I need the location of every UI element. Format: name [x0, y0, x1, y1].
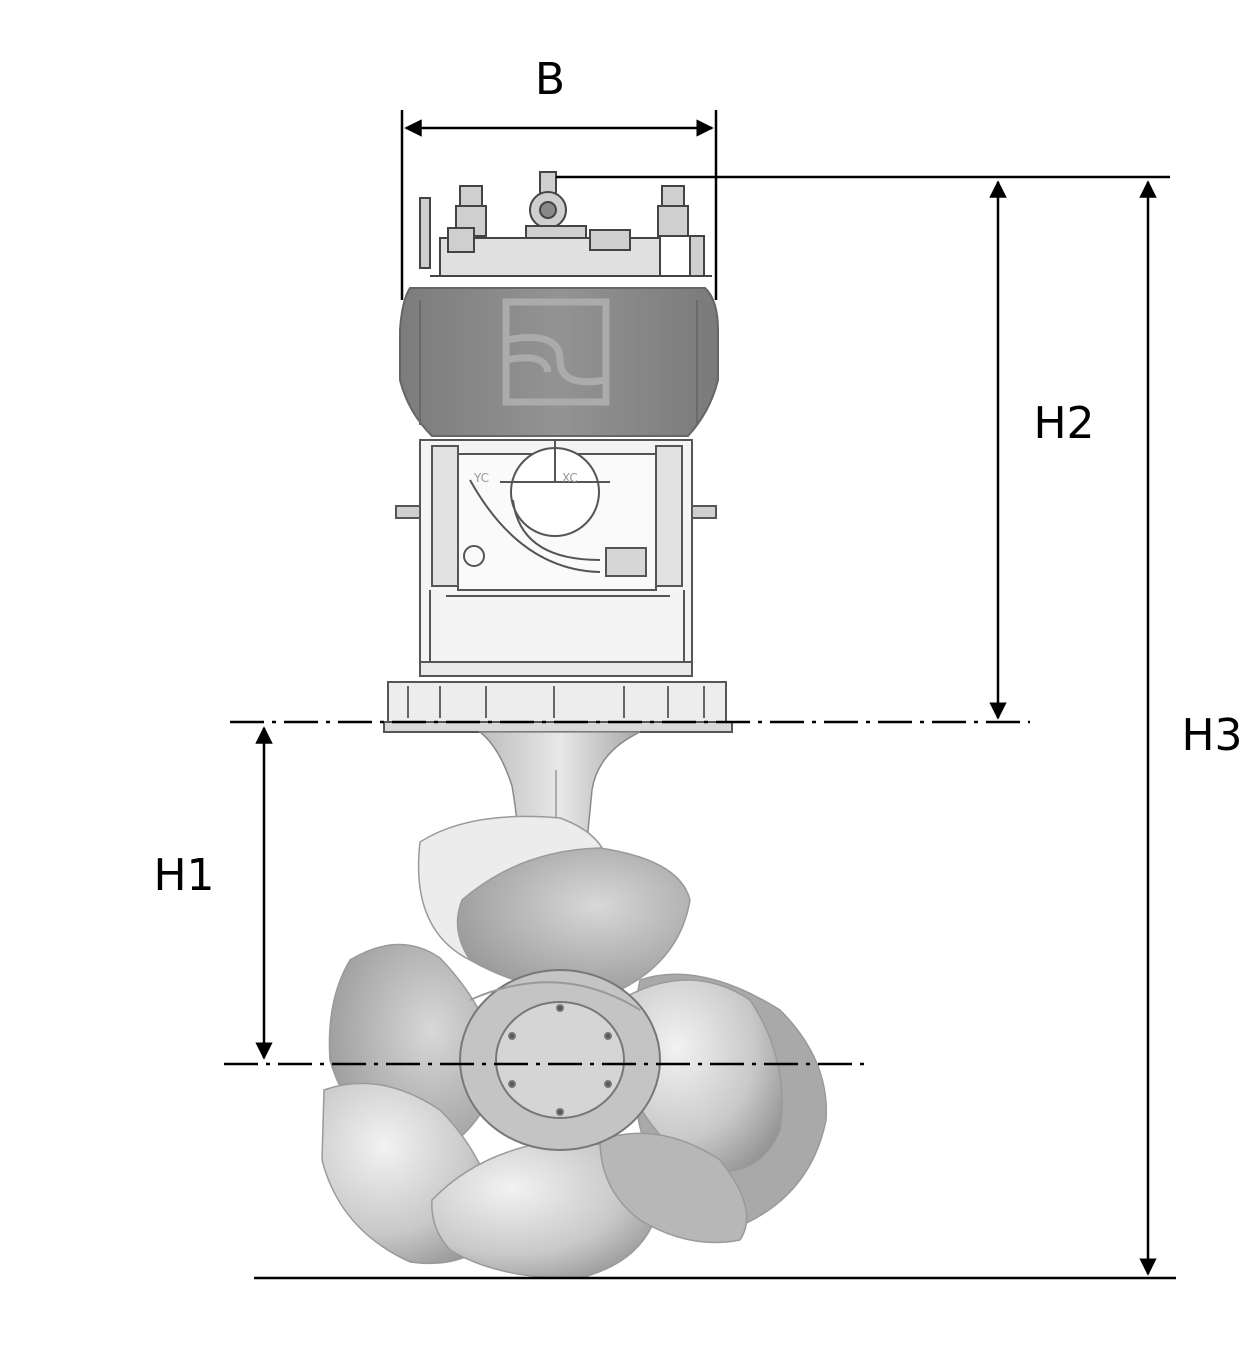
width-label: B: [535, 54, 565, 105]
height-2-label: H2: [1033, 398, 1094, 449]
manufacturer-logo: [502, 298, 610, 406]
y-axis-mark: YC: [473, 471, 489, 485]
height-3-label: H3: [1181, 710, 1242, 761]
flange-bolts: [407, 686, 705, 718]
thruster-illustration: YC XC: [321, 171, 828, 1279]
gearbox-frame: [395, 439, 717, 677]
height-1-label: H1: [153, 850, 214, 901]
propeller: [321, 815, 828, 1279]
propeller-hub: [459, 969, 661, 1151]
top-fittings: [419, 171, 712, 277]
mounting-flange: [383, 681, 733, 733]
dimension-lines: [224, 110, 1176, 1280]
x-axis-mark: XC: [562, 471, 578, 485]
